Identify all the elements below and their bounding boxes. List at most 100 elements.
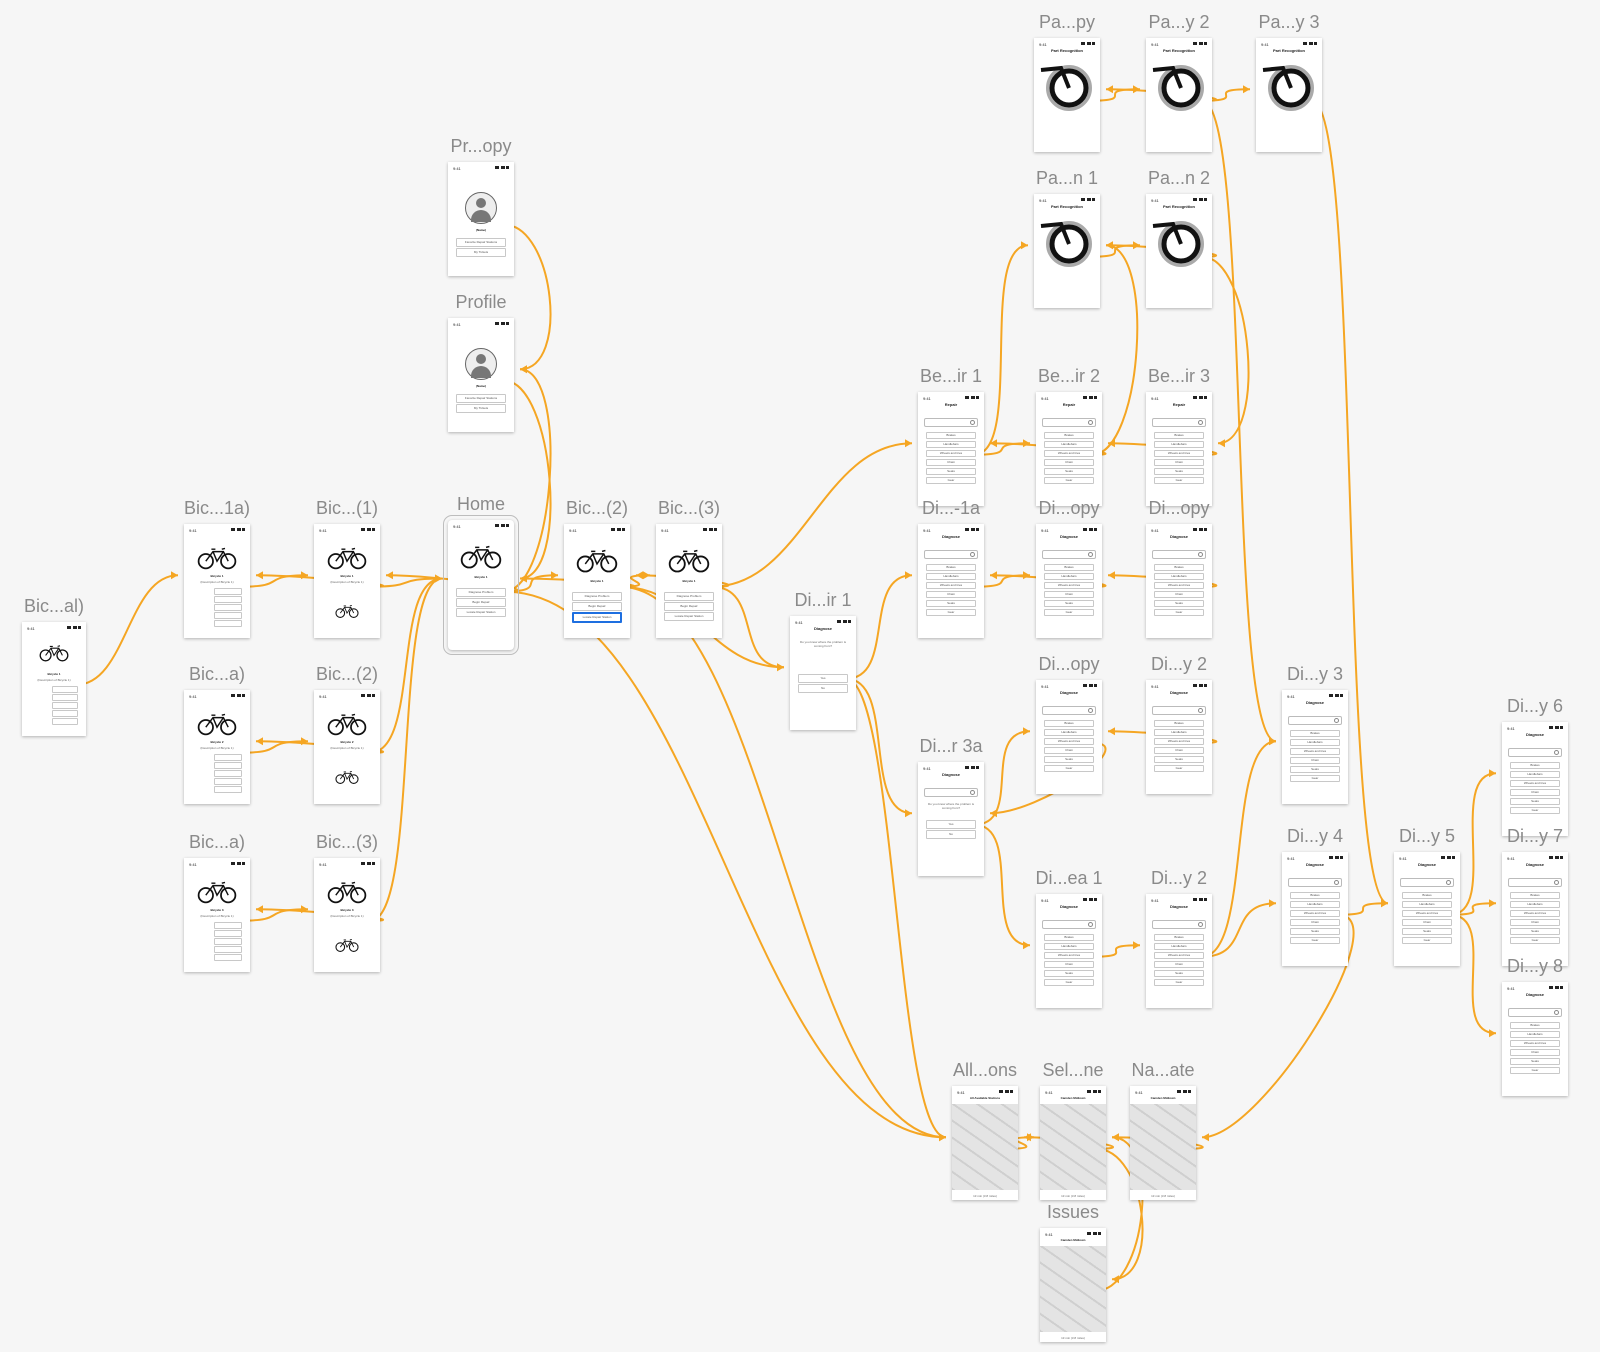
option-row[interactable]: Chain: [1510, 789, 1560, 796]
prototype-link[interactable]: [1201, 913, 1355, 1139]
option-row[interactable]: Handlebars: [1044, 943, 1094, 950]
prototype-link[interactable]: [712, 585, 785, 669]
option-row[interactable]: Brakes: [1290, 892, 1340, 899]
search-input[interactable]: [1152, 706, 1206, 715]
artboard-title[interactable]: Di...opy: [1148, 498, 1210, 518]
option-row[interactable]: Chain: [1154, 747, 1204, 754]
option-row[interactable]: Seats: [1154, 756, 1204, 763]
artboard-title[interactable]: Pa...y 3: [1258, 12, 1320, 32]
option-row[interactable]: Handlebars: [1044, 573, 1094, 580]
search-input[interactable]: [924, 418, 978, 427]
search-input[interactable]: [1508, 748, 1562, 757]
option-row[interactable]: Brakes: [1290, 730, 1340, 737]
option-row[interactable]: Gear: [1290, 775, 1340, 782]
spec-row[interactable]: [214, 620, 242, 627]
spec-row[interactable]: [214, 770, 242, 777]
map-view[interactable]: [1040, 1246, 1106, 1332]
option-row[interactable]: Handlebars: [1154, 729, 1204, 736]
spec-row[interactable]: [214, 930, 242, 937]
prototype-link[interactable]: [240, 908, 309, 922]
search-input[interactable]: [1042, 920, 1096, 929]
prototype-link[interactable]: [845, 677, 947, 1139]
option-row[interactable]: Seats: [1044, 468, 1094, 475]
option-row[interactable]: Handlebars: [1290, 739, 1340, 746]
prototype-link[interactable]: [1092, 244, 1139, 456]
option-row[interactable]: Brakes: [1044, 432, 1094, 439]
option-row[interactable]: Handlebars: [1044, 441, 1094, 448]
prototype-link[interactable]: [370, 577, 443, 754]
artboard-title[interactable]: Be...ir 2: [1037, 366, 1101, 386]
spec-row[interactable]: [214, 596, 242, 603]
artboard-title[interactable]: Pa...y 2: [1148, 12, 1210, 32]
option-row[interactable]: Handlebars: [1154, 441, 1204, 448]
prototype-link[interactable]: [1092, 944, 1141, 958]
option-row[interactable]: Chain: [926, 459, 976, 466]
home-row-2[interactable]: Locate Repair Station: [572, 612, 622, 623]
prototype-link[interactable]: [1202, 740, 1277, 958]
spec-row[interactable]: [214, 604, 242, 611]
option-row[interactable]: Wheels and tires: [1154, 582, 1204, 589]
artboard-title[interactable]: Bic...a): [188, 664, 246, 684]
option-row[interactable]: Wheels and tires: [1510, 780, 1560, 787]
artboard-profile[interactable]: 9:41 (Name) Favorite Repair Stations My …: [448, 318, 514, 432]
option-row[interactable]: Seats: [1290, 928, 1340, 935]
spec-row[interactable]: [52, 686, 78, 693]
option-row[interactable]: Brakes: [1510, 1022, 1560, 1029]
artboard-title[interactable]: Bic...1a): [183, 498, 251, 518]
option-row[interactable]: Handlebars: [926, 441, 976, 448]
artboard-pr-opy[interactable]: 9:41 (Name) Favorite Repair Stations My …: [448, 162, 514, 276]
search-input[interactable]: [1152, 418, 1206, 427]
spec-row[interactable]: [214, 762, 242, 769]
option-row[interactable]: Brakes: [1154, 564, 1204, 571]
prototype-link[interactable]: [504, 379, 552, 580]
option-row[interactable]: Gear: [1510, 1067, 1560, 1074]
option-row[interactable]: Chain: [1154, 459, 1204, 466]
artboard-title[interactable]: Profile: [455, 292, 507, 312]
option-row[interactable]: Brakes: [926, 564, 976, 571]
artboard-title[interactable]: Bic...a): [188, 832, 246, 852]
artboard-title[interactable]: All...ons: [952, 1060, 1018, 1080]
artboard-bic-a-3[interactable]: 9:41 Bicycle 3 (Description of Bicycle 1…: [184, 858, 250, 972]
prototype-link[interactable]: [504, 223, 552, 371]
artboard-title[interactable]: Di...y 2: [1150, 868, 1208, 888]
prototype-link[interactable]: [1311, 99, 1389, 905]
prototype-link[interactable]: [504, 590, 947, 1139]
option-row[interactable]: Brakes: [1510, 762, 1560, 769]
option-row[interactable]: Chain: [1290, 757, 1340, 764]
option-row[interactable]: Handlebars: [1154, 573, 1204, 580]
option-row[interactable]: Brakes: [926, 432, 976, 439]
my-tickets-row[interactable]: My Tickets: [456, 248, 506, 257]
map-view[interactable]: [1040, 1104, 1106, 1190]
option-row[interactable]: Brakes: [1154, 720, 1204, 727]
option-row[interactable]: Wheels and tires: [1044, 738, 1094, 745]
option-row[interactable]: Seats: [1510, 928, 1560, 935]
artboard-title[interactable]: Di...ir 1: [794, 590, 852, 610]
artboard-bic-3a[interactable]: 9:41 Bicycle 3 (Description of Bicycle 1…: [314, 858, 380, 972]
artboard-title[interactable]: Sel...ne: [1042, 1060, 1104, 1080]
option-row[interactable]: Chain: [1154, 591, 1204, 598]
home-row-0[interactable]: Diagnose Problem: [456, 588, 506, 597]
home-row-1[interactable]: Begin Repair: [572, 602, 622, 611]
prototype-link[interactable]: [1202, 902, 1277, 958]
option-row[interactable]: Seats: [1044, 970, 1094, 977]
artboard-title[interactable]: Bic...al): [23, 596, 85, 616]
spec-row[interactable]: [214, 588, 242, 595]
artboard-bic-1a[interactable]: 9:41 Bicycle 1 (Description of Bicycle 1…: [184, 524, 250, 638]
artboard-title[interactable]: Pa...n 2: [1147, 168, 1211, 188]
artboard-bic-1[interactable]: 9:41 Bicycle 1 (Description of Bicycle 1…: [314, 524, 380, 638]
home-row-2[interactable]: Locate Repair Station: [664, 612, 714, 621]
artboard-title[interactable]: Di...y 4: [1286, 826, 1344, 846]
option-row[interactable]: Seats: [1044, 600, 1094, 607]
option-row[interactable]: Wheels and tires: [1290, 748, 1340, 755]
artboard-title[interactable]: Pa...py: [1038, 12, 1096, 32]
